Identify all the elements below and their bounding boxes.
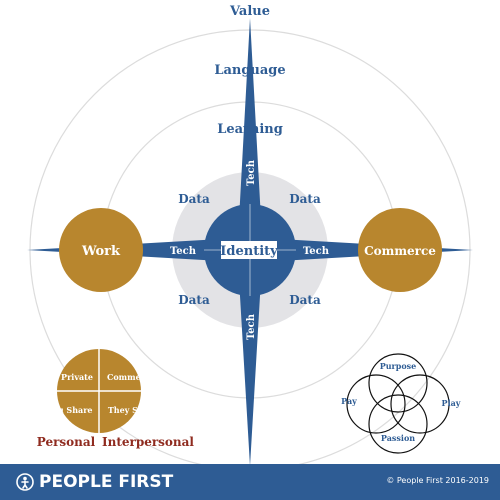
- quadrant-commercial-label: Commercial: [107, 372, 161, 382]
- quadrant-private-label: Private: [61, 372, 93, 382]
- brand-logo[interactable]: PEOPLE FIRST: [16, 472, 173, 492]
- brand-name: PEOPLE FIRST: [39, 472, 174, 492]
- people-first-diagram: Identity Value Language Learning Tech Te…: [27, 4, 473, 464]
- tech-label-bottom: Tech: [246, 313, 257, 340]
- venn-play-label: Play: [442, 398, 461, 408]
- footer-bar: PEOPLE FIRST © People First 2016-2019: [0, 464, 500, 500]
- quadrant-you-share-label: You Share: [46, 405, 92, 415]
- venn-passion-label: Passion: [381, 433, 415, 443]
- language-label: Language: [214, 63, 285, 78]
- identity-label-box: [221, 241, 277, 259]
- work-circle: [59, 208, 143, 292]
- commerce-circle: [358, 208, 442, 292]
- learning-label: Learning: [217, 122, 283, 137]
- work-label: Work: [81, 244, 121, 259]
- venn-pay-circle: [346, 374, 406, 434]
- value-label: Value: [229, 4, 270, 19]
- venn-purpose-label: Purpose: [380, 361, 417, 371]
- venn-pay-label: Pay: [341, 396, 357, 406]
- data-label-bottom-right: Data: [289, 293, 321, 307]
- commerce-label: Commerce: [364, 244, 436, 258]
- data-label-top-left: Data: [178, 192, 210, 206]
- identity-label: Identity: [220, 244, 278, 259]
- venn-purpose-circle: [368, 353, 428, 413]
- copyright-text: © People First 2016-2019: [386, 476, 489, 485]
- data-label-top-right: Data: [289, 192, 321, 206]
- tech-label-right: Tech: [303, 246, 330, 257]
- tech-label-left: Tech: [170, 246, 197, 257]
- personal-label: Personal: [37, 435, 96, 449]
- venn-play-circle: [390, 374, 450, 434]
- person-circle-icon: [16, 473, 34, 491]
- tech-label-top: Tech: [246, 159, 257, 186]
- data-label-bottom-left: Data: [178, 293, 210, 307]
- venn-passion-circle: [368, 394, 428, 454]
- interpersonal-label: Interpersonal: [102, 435, 194, 449]
- quadrant-they-share-label: They Share: [108, 405, 158, 415]
